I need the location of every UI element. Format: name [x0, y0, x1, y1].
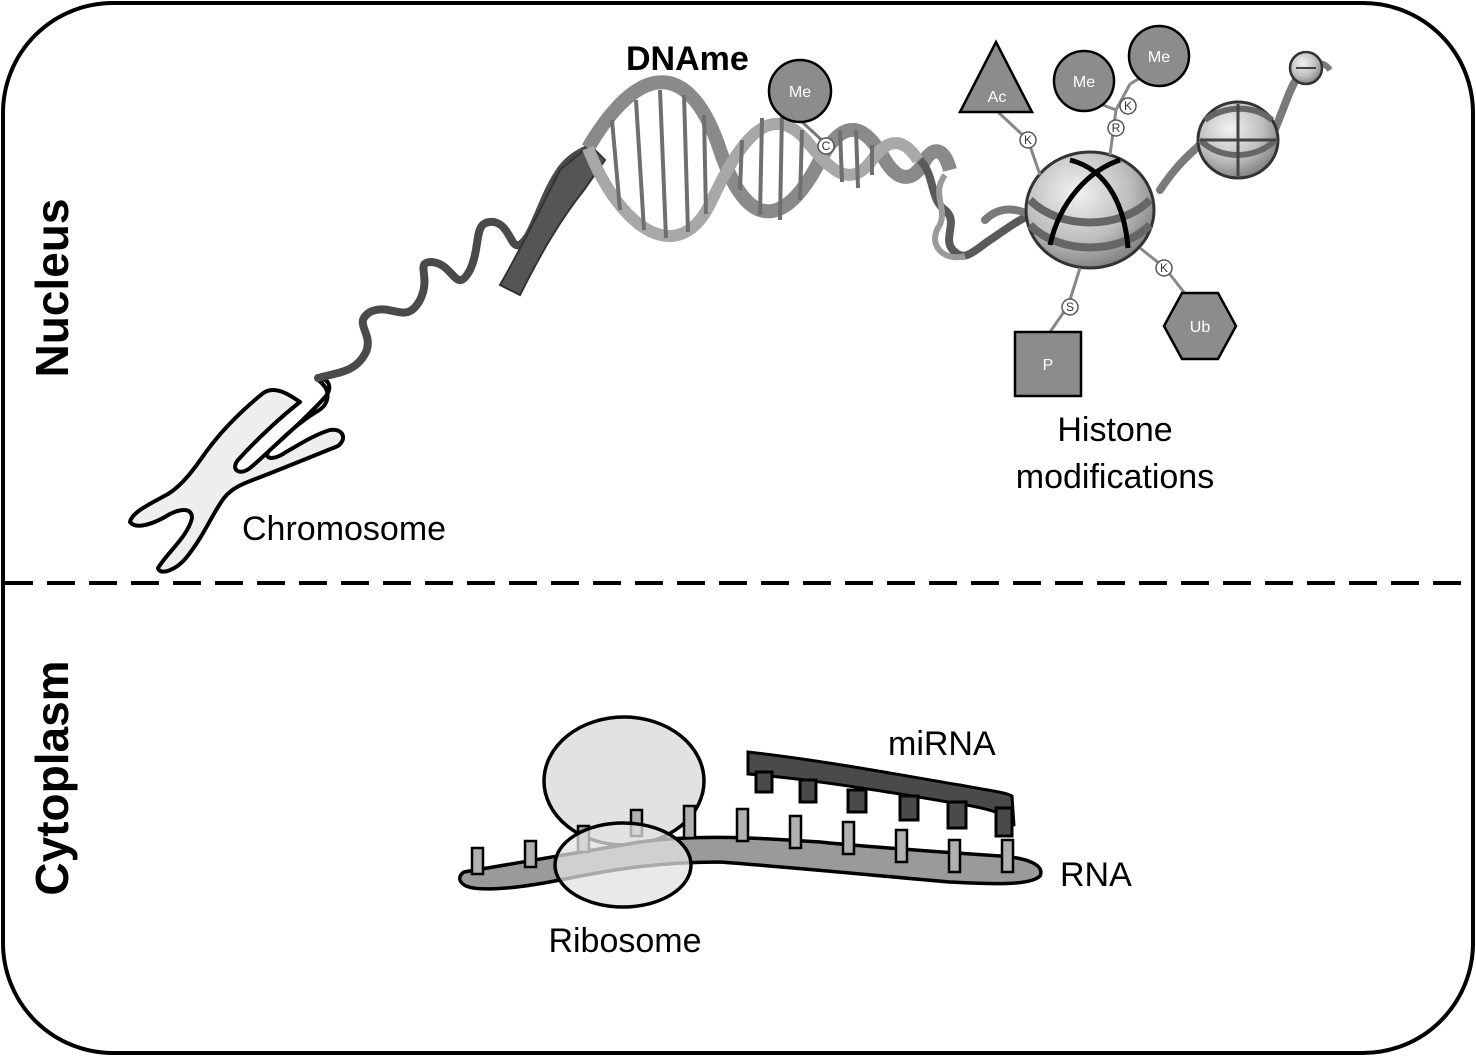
mirna-backbone — [746, 750, 1016, 832]
histone-label-line2: modifications — [1016, 458, 1214, 496]
ubiquitin-mark — [1162, 291, 1238, 361]
acetyl-mark — [957, 39, 1035, 114]
histone-octamer-third — [1288, 50, 1333, 86]
histone-octamer-second — [1196, 100, 1280, 180]
nucleus-label: Nucleus — [26, 199, 78, 378]
ribosome-small-subunit — [553, 821, 693, 909]
lysine-ac-residue — [1019, 131, 1037, 149]
acetyl-mark-text: Ac — [988, 89, 1007, 106]
methyl-mark-2-text: Me — [1148, 49, 1170, 66]
arginine-residue — [1107, 119, 1125, 137]
methyl-mark-1-text: Me — [1073, 74, 1095, 91]
lysine-me-residue — [1119, 97, 1137, 115]
chromosome-label: Chromosome — [242, 510, 446, 548]
dna-helix — [581, 75, 1032, 261]
serine-residue — [1061, 298, 1079, 316]
methyl-mark-2 — [1127, 24, 1191, 88]
ubiquitin-mark-text: Ub — [1190, 319, 1211, 336]
dname-label: DNAme — [626, 40, 749, 78]
chromosome — [128, 377, 346, 574]
cytoplasm-label: Cytoplasm — [26, 660, 78, 895]
mirna-label: miRNA — [888, 725, 996, 763]
histone-label-line1: Histone — [1057, 411, 1172, 449]
lysine-ac-residue-text: K — [1024, 133, 1032, 147]
rna-label: RNA — [1060, 856, 1132, 894]
dna-me-circle — [767, 58, 833, 124]
chromatin-fiber-thick — [498, 143, 607, 297]
arginine-residue-text: R — [1112, 121, 1121, 135]
serine-residue-text: S — [1066, 300, 1074, 314]
cytosine-residue-text: C — [822, 139, 831, 153]
lysine-me-residue-text: K — [1124, 99, 1132, 113]
methyl-mark-1 — [1052, 49, 1116, 113]
lysine-ub-residue — [1155, 259, 1173, 277]
cytosine-residue — [817, 137, 835, 155]
histone-octamer-main — [1024, 150, 1156, 270]
dna-me-text: Me — [789, 84, 811, 101]
phospho-mark-text: P — [1043, 357, 1054, 374]
lysine-ub-residue-text: K — [1160, 261, 1168, 275]
phospho-mark — [1013, 330, 1083, 398]
mirna-bases — [754, 770, 1014, 838]
ribosome-label: Ribosome — [548, 922, 701, 960]
